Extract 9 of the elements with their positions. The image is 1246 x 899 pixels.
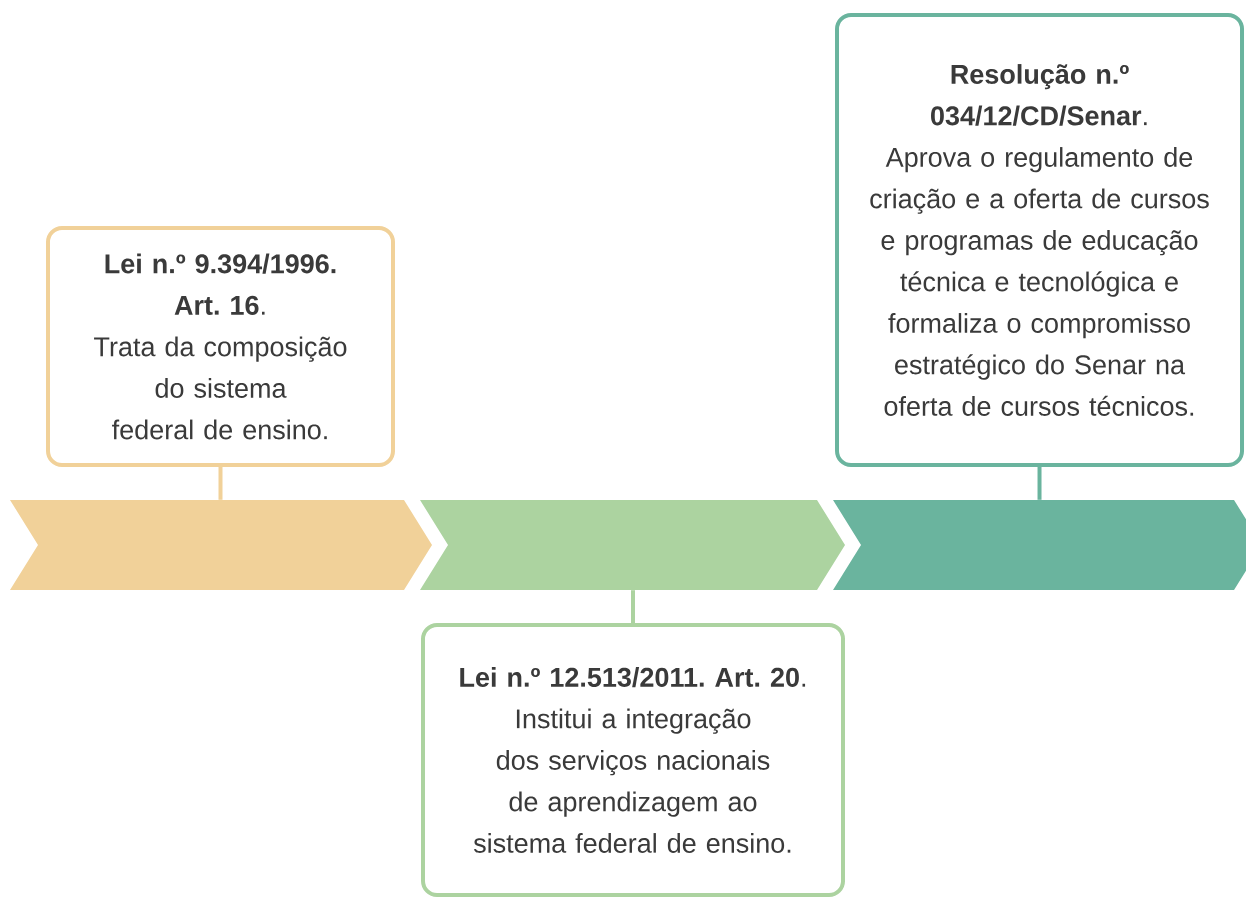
connector-line bbox=[1037, 467, 1042, 500]
connector-line bbox=[631, 590, 635, 623]
connector-line bbox=[218, 467, 223, 500]
timeline-segment bbox=[833, 500, 1246, 590]
text-box: Lei n.º 9.394/1996. Art. 16. Trata da composição do sistema federal de ensino. bbox=[46, 226, 395, 467]
text-box: Resolução n.º 034/12/CD/Senar. Aprova o regulamento de criação e a oferta de cursos e programas de educação técnica e tecnológica e formaliza o compromisso estratégico do Senar na oferta de cursos técnicos. bbox=[835, 13, 1244, 467]
timeline-segment bbox=[10, 500, 432, 590]
timeline-segment bbox=[420, 500, 845, 590]
text-box: Lei n.º 12.513/2011. Art. 20. Institui a integração dos serviços nacionais de aprendizagem ao sistema federal de ensino. bbox=[421, 623, 845, 897]
